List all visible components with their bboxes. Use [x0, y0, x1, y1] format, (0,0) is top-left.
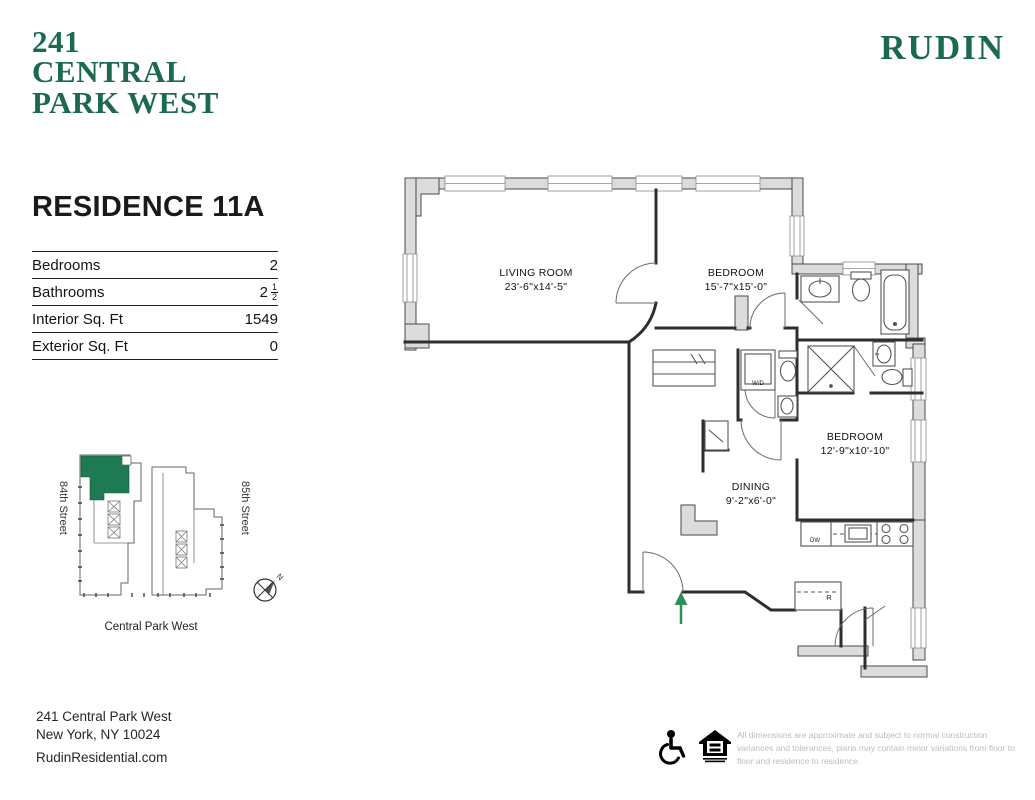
- page-title: RESIDENCE 11A: [32, 191, 265, 223]
- disclaimer-text: All dimensions are approximate and subje…: [737, 730, 1015, 766]
- footer-website: RudinResidential.com: [36, 750, 168, 765]
- building-logo: 241 CENTRAL PARK WEST: [32, 24, 219, 120]
- spec-value-fraction: 1 2: [270, 281, 278, 302]
- bath2-toilet: [881, 368, 913, 387]
- window-mullions: [406, 183, 922, 648]
- range: [876, 521, 914, 547]
- spec-row-bathrooms: Bathrooms 2 1 2: [32, 278, 278, 305]
- dishwasher-label: DW: [810, 538, 820, 544]
- facade-ticks: [78, 486, 224, 597]
- washer-dryer-label: W/D: [752, 381, 764, 387]
- spec-value: 0: [269, 337, 278, 355]
- room-label-living-room: LIVING ROOM: [499, 267, 572, 279]
- right-tower-core: [162, 473, 195, 595]
- accessibility-icon: [659, 730, 686, 765]
- street-label-cpw: Central Park West: [104, 621, 198, 633]
- interior-walls: [403, 188, 924, 670]
- building-logo-line3: PARK WEST: [32, 84, 219, 120]
- street-label-84th: 84th Street: [57, 481, 69, 535]
- building-logo-line2: CENTRAL: [32, 54, 188, 90]
- kitchen-counter: [800, 521, 914, 547]
- compass-icon: N: [253, 572, 285, 602]
- left-tower-core: [93, 500, 128, 544]
- bath2-sink: [872, 341, 896, 367]
- spec-row-interior-sqft: Interior Sq. Ft 1549: [32, 305, 278, 332]
- dining-closet: [704, 420, 729, 451]
- refrigerator-label: R: [826, 593, 832, 602]
- building-logo-line1: 241: [32, 24, 80, 59]
- address-line2: New York, NY 10024: [36, 727, 161, 743]
- windows: [402, 175, 927, 649]
- spec-value: 2: [269, 256, 278, 274]
- rudin-logo: RUDIN: [880, 28, 1005, 67]
- room-label-dining: DINING: [732, 481, 771, 493]
- spec-table: Bedrooms 2 Bathrooms 2 1 2 Interior Sq. …: [32, 251, 278, 360]
- compass-n-label: N: [275, 572, 285, 583]
- room-label-bedroom-1: BEDROOM: [708, 267, 764, 279]
- spec-value-whole: 2: [259, 283, 268, 301]
- entry-arrow: [674, 592, 688, 624]
- dishwasher: [800, 521, 832, 547]
- bathtub: [880, 269, 910, 335]
- powder-toilet: [778, 350, 798, 382]
- right-tower-outline: [151, 466, 223, 596]
- room-labels: LIVING ROOM 23'-6"x14'-5" BEDROOM 15'-7"…: [499, 267, 889, 507]
- spec-label: Bedrooms: [32, 256, 101, 274]
- fixtures: [652, 269, 914, 611]
- bath-sink: [800, 275, 840, 303]
- shower: [807, 345, 855, 393]
- room-dims-bedroom-2: 12'-9"x10'-10": [821, 445, 890, 457]
- footer-icons: [654, 729, 732, 765]
- spec-value: 1549: [244, 310, 278, 328]
- equal-housing-icon: [699, 730, 731, 763]
- room-dims-dining: 9'-2"x6'-0": [726, 495, 776, 507]
- exterior-walls: [404, 177, 928, 678]
- spec-row-bedrooms: Bedrooms 2: [32, 251, 278, 278]
- spec-value: 2 1 2: [259, 281, 278, 302]
- hall-sink: [777, 395, 798, 418]
- linen-closet: [652, 349, 716, 387]
- room-dims-bedroom-1: 15'-7"x15'-0": [705, 281, 768, 293]
- bath-toilet: [850, 271, 872, 302]
- floor-plan: W/D DW R LIVING ROOM 23'-6"x14'-5" BEDRO…: [402, 175, 928, 678]
- room-dims-living-room: 23'-6"x14'-5": [505, 281, 568, 293]
- spec-label: Interior Sq. Ft: [32, 310, 123, 328]
- street-label-85th: 85th Street: [239, 481, 251, 535]
- spec-row-exterior-sqft: Exterior Sq. Ft 0: [32, 332, 278, 359]
- unit-notch: [121, 455, 132, 466]
- site-key-map: 84th Street 85th Street Central Park Wes…: [57, 454, 285, 633]
- spec-label: Bathrooms: [32, 283, 105, 301]
- door-swings: [615, 262, 886, 647]
- spec-label: Exterior Sq. Ft: [32, 337, 128, 355]
- address-line1: 241 Central Park West: [36, 709, 172, 724]
- washer-dryer: [740, 349, 776, 391]
- room-label-bedroom-2: BEDROOM: [827, 431, 883, 443]
- footer-address: 241 Central Park West New York, NY 10024: [36, 708, 172, 744]
- refrigerator: [794, 581, 842, 611]
